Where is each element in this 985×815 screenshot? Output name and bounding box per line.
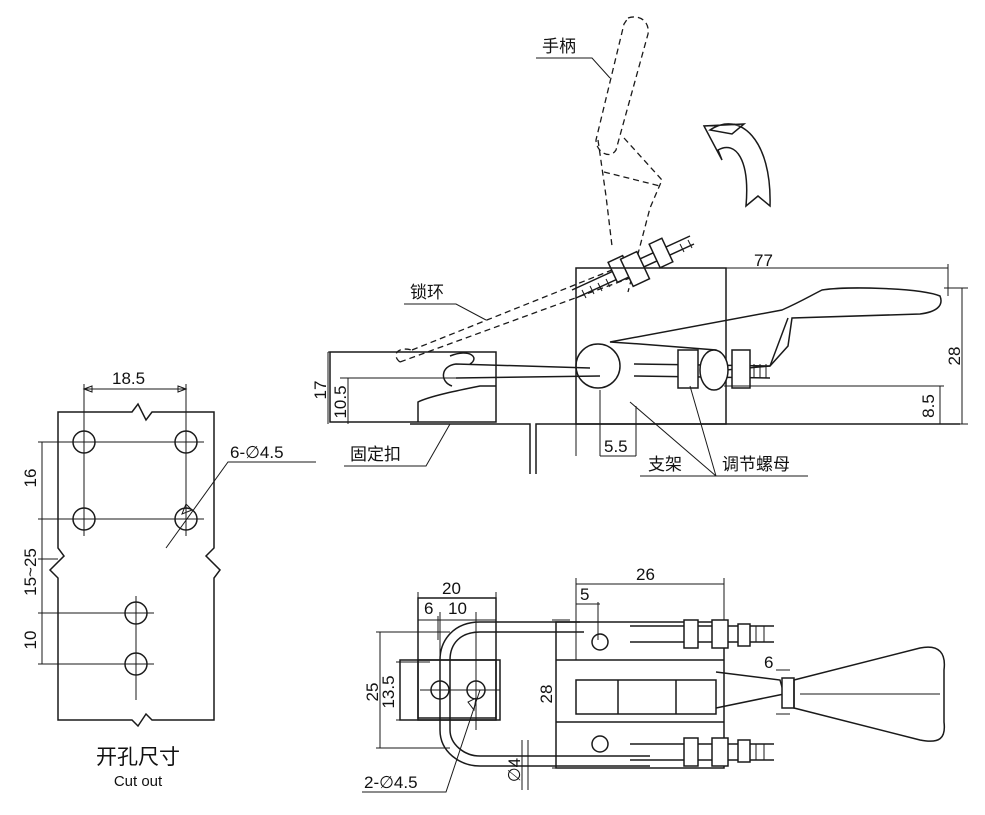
top-dim-26: 26: [636, 565, 655, 584]
label-bracket: 支架: [648, 455, 682, 475]
handle-top: [793, 646, 946, 742]
top-view: 20 6 10 26 5 25 13.5 28 6 ∅4 2-∅4.5: [362, 565, 946, 793]
side-dim-5-5: 5.5: [604, 437, 628, 456]
cutout-panel: 18.5 6-∅4.5 16 15~25 10 开孔尺寸 Cut out: [21, 369, 316, 790]
cutout-dim-10: 10: [21, 631, 40, 650]
top-dim-28: 28: [537, 685, 556, 704]
label-fixed-buckle: 固定扣: [350, 445, 401, 465]
cutout-dim-width: 18.5: [112, 369, 145, 388]
top-dim-10: 10: [448, 599, 467, 618]
top-dim-holes: 2-∅4.5: [364, 773, 418, 792]
label-handle: 手柄: [542, 37, 576, 57]
rotation-arrow: [702, 123, 771, 208]
top-dim-13-5: 13.5: [379, 675, 398, 708]
top-dim-phi4: ∅4: [505, 758, 524, 782]
top-dim-20: 20: [442, 579, 461, 598]
top-dim-6: 6: [424, 599, 433, 618]
top-dim-5: 5: [580, 585, 589, 604]
cutout-dim-holes: 6-∅4.5: [230, 443, 284, 462]
lock-ring-u: [449, 631, 650, 757]
cutout-dim-15-25: 15~25: [21, 548, 40, 596]
handle-closed: [609, 287, 942, 371]
cutout-dim-16: 16: [21, 469, 40, 488]
side-view: 77 28 8.5 17 10.5 5.5 手柄 锁环 固定扣 支架 调节螺母: [311, 16, 968, 477]
top-dim-6-handle: 6: [764, 653, 773, 672]
side-dim-77: 77: [754, 251, 773, 270]
top-dim-25: 25: [363, 683, 382, 702]
cutout-title-en: Cut out: [114, 773, 163, 790]
side-dim-8-5: 8.5: [919, 394, 938, 418]
lock-ring-open: [395, 261, 633, 363]
label-lock-ring: 锁环: [410, 283, 444, 303]
label-adjust-nut: 调节螺母: [722, 455, 790, 475]
side-dim-28: 28: [945, 347, 964, 366]
handle-open-outline: [595, 16, 649, 156]
cutout-title-cn: 开孔尺寸: [96, 745, 180, 769]
side-dim-10-5: 10.5: [331, 385, 350, 418]
side-dim-17: 17: [311, 381, 330, 400]
